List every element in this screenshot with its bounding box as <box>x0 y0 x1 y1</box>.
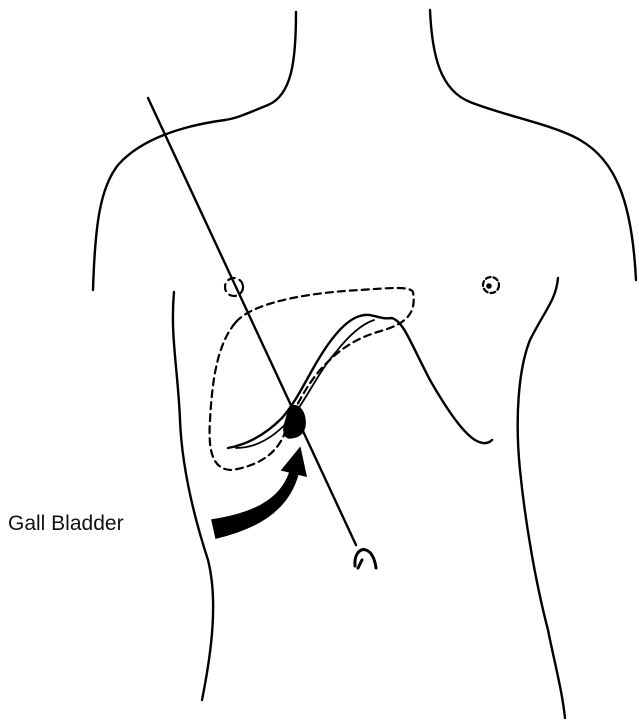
neck-left-outline <box>225 12 296 120</box>
right-torso-side <box>518 278 565 718</box>
left-nipple-center <box>487 284 491 288</box>
diagonal-reference-line <box>148 98 356 545</box>
umbilicus-marker <box>355 550 376 568</box>
neck-right-outline <box>430 10 580 140</box>
costal-margin <box>228 315 492 448</box>
right-shoulder-outline <box>580 140 636 280</box>
left-shoulder-outline <box>93 120 225 290</box>
left-torso-side <box>173 292 213 700</box>
liver-outline-dashed <box>210 288 414 470</box>
gall-bladder-label: Gall Bladder <box>8 512 124 536</box>
